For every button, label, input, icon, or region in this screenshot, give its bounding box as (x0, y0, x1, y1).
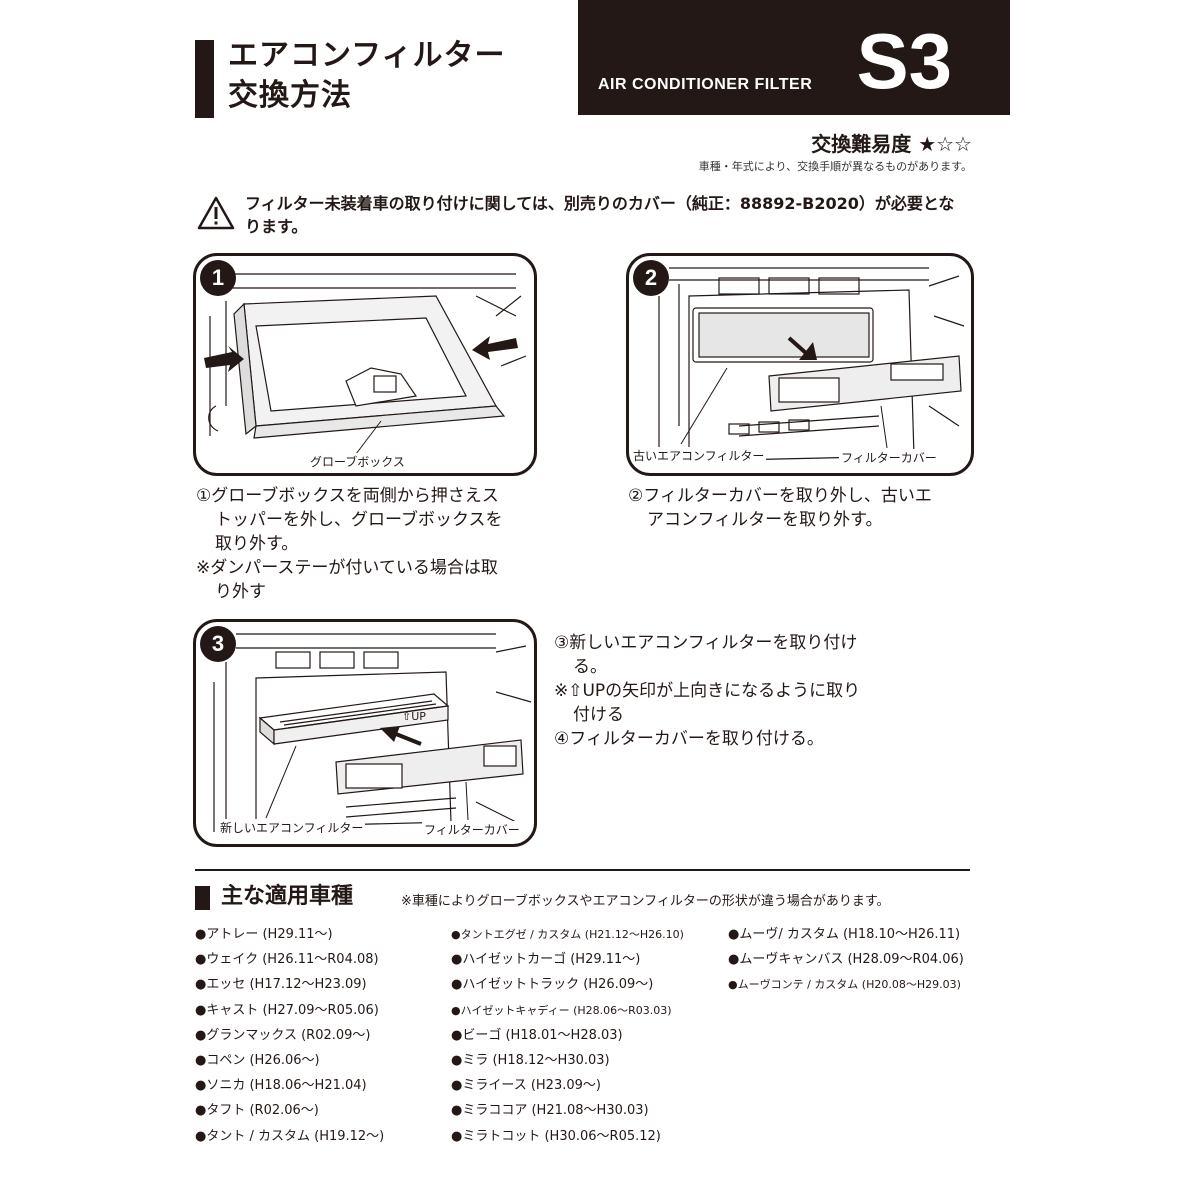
list-item: ●ミラココア (H21.08〜H30.03) (451, 1103, 649, 1119)
warning-text: フィルター未装着車の取り付けに関しては、別売りのカバー（純正：88892-B20… (245, 194, 955, 236)
page-title: エアコンフィルター 交換方法 (228, 36, 506, 116)
list-item: ●ハイゼットカーゴ (H29.11〜) (451, 952, 641, 968)
step-2-description: ②フィルターカバーを取り外し、古いエ アコンフィルターを取り外す。 (628, 486, 932, 530)
vehicle-list-col-1: ●アトレー (H29.11〜) ●ウェイク (H26.11〜R04.08) ●エ… (195, 922, 384, 1149)
old-filter-label: 古いエアコンフィルター (631, 447, 767, 464)
up-arrow-label: ⇧UP (402, 710, 426, 723)
step-1-description: ①グローブボックスを両側から押さえス トッパーを外し、グローブボックスを 取り外… (196, 486, 503, 602)
glovebox-label: グローブボックス (308, 453, 407, 470)
step-3-number: 3 (200, 626, 236, 662)
warning-icon (197, 196, 235, 230)
title-line-1: エアコンフィルター (228, 38, 506, 73)
vehicles-accent-bar (195, 886, 210, 910)
product-code: S3 (856, 17, 952, 105)
step-1-illustration: 1 グローブボックス (193, 253, 537, 476)
list-item: ●キャスト (H27.09〜R05.06) (195, 1002, 379, 1018)
list-item: ●グランマックス (R02.09〜) (195, 1027, 371, 1043)
difficulty-note: 車種・年式により、交換手順が異なるものがあります。 (698, 160, 972, 173)
list-item: ●タント / カスタム (H19.12〜) (195, 1128, 385, 1144)
step-1-number: 1 (200, 260, 236, 296)
filter-removal-drawing (658, 267, 965, 462)
vehicles-note: ※車種によりグローブボックスやエアコンフィルターの形状が違う場合があります。 (401, 894, 890, 909)
list-item: ●タフト (R02.06〜) (195, 1103, 319, 1119)
title-line-2: 交換方法 (228, 78, 352, 113)
product-code-box: AIR CONDITIONER FILTER S3 (578, 0, 1010, 115)
new-filter-label: 新しいエアコンフィルター (218, 819, 366, 836)
list-item: ●ムーヴ/ カスタム (H18.10〜H26.11) (728, 927, 961, 942)
list-item: ●ソニカ (H18.06〜H21.04) (195, 1078, 367, 1094)
section-divider (195, 869, 970, 871)
list-item: ●ミライース (H23.09〜) (451, 1078, 601, 1094)
vehicle-list-col-2: ●タントエグゼ / カスタム (H21.12〜H26.10) ●ハイゼットカーゴ… (451, 922, 684, 1149)
title-accent-bar (195, 40, 214, 118)
list-item: ●コペン (H26.06〜) (195, 1053, 320, 1069)
list-item: ●ウェイク (H26.11〜R04.08) (195, 952, 379, 968)
list-item: ●ミラ (H18.12〜H30.03) (451, 1053, 610, 1069)
list-item: ●ムーヴキャンバス (H28.09〜R04.06) (728, 952, 964, 968)
filter-cover-label: フィルターカバー (839, 449, 939, 466)
list-item: ●ミラトコット (H30.06〜R05.12) (451, 1128, 661, 1144)
list-item: ●ハイゼットトラック (H26.09〜) (451, 977, 654, 993)
vehicles-title: 主な適用車種 (221, 884, 354, 909)
list-item: ●アトレー (H29.11〜) (195, 927, 333, 942)
list-item: ●ムーヴコンテ / カスタム (H20.08〜H29.03) (728, 978, 961, 992)
step-3-description: ③新しいエアコンフィルターを取り付け る。 ※⇧UPの矢印が上向きになるように取… (554, 633, 861, 749)
difficulty-rating: 交換難易度 ★☆☆ (811, 132, 972, 156)
product-subtitle: AIR CONDITIONER FILTER (598, 76, 813, 93)
list-item: ●エッセ (H17.12〜H23.09) (195, 977, 367, 993)
list-item: ●ハイゼットキャディー (H28.06〜R03.03) (451, 1003, 672, 1017)
filter-cover-label: フィルターカバー (422, 821, 522, 838)
step-2-illustration: 2 古いエアコンフィルター フィルターカバー (626, 253, 974, 476)
step-3-illustration: 3 新しいエアコンフィルター フィルターカバー ⇧UP (193, 619, 537, 847)
filter-install-drawing (213, 633, 532, 832)
glovebox-drawing (204, 273, 527, 455)
vehicle-list-col-3: ●ムーヴ/ カスタム (H18.10〜H26.11) ●ムーヴキャンバス (H2… (728, 922, 964, 998)
list-item: ●タントエグゼ / カスタム (H21.12〜H26.10) (451, 928, 684, 941)
step-2-number: 2 (633, 260, 669, 296)
list-item: ●ビーゴ (H18.01〜H28.03) (451, 1027, 623, 1043)
